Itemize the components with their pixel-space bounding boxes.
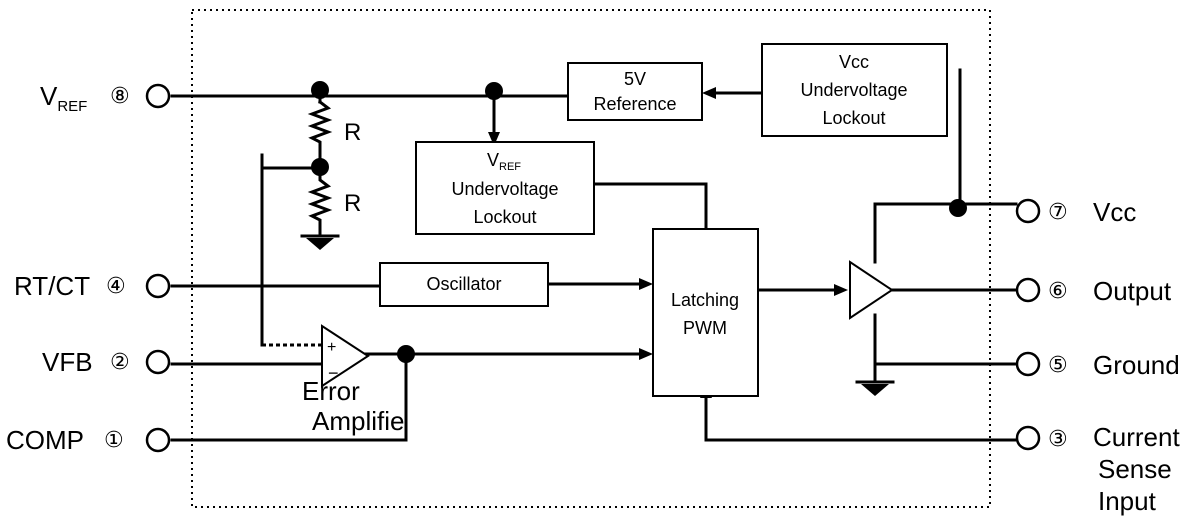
ground-icon xyxy=(861,384,889,396)
pin-ground-num: ⑤ xyxy=(1048,352,1068,377)
amp-minus-sign: − xyxy=(328,363,339,383)
current-sense-wire xyxy=(704,393,1018,442)
pwm-block: Latching PWM xyxy=(652,228,759,397)
pin-rtct-num: ④ xyxy=(106,273,126,298)
uvlo-to-pwm-wire xyxy=(592,182,708,234)
vref-uvlo-line-1: Undervoltage xyxy=(451,179,558,199)
pin-current-sense-label-1: Current xyxy=(1093,422,1180,452)
arrow-head xyxy=(639,278,653,290)
pin-vref-label: VREF xyxy=(40,81,87,115)
pin-current-sense-label-3: Input xyxy=(1098,486,1157,516)
pin-vfb-num: ② xyxy=(110,349,130,374)
pin-current-sense-num: ③ xyxy=(1048,426,1068,451)
error-amp-label-1: Error xyxy=(302,376,360,406)
comp-wire xyxy=(170,352,408,442)
pin-rtct xyxy=(145,273,171,299)
oscillator-label: Oscillator xyxy=(426,274,501,294)
vcc-uvlo-line-2: Undervoltage xyxy=(800,80,907,100)
error-amplifier: + − xyxy=(321,324,370,388)
resistor-bottom xyxy=(307,168,333,238)
resistor-bottom-label: R xyxy=(344,190,361,217)
reference-line-2: Reference xyxy=(593,94,676,114)
pin-current-sense xyxy=(1015,425,1041,451)
vref-uvlo-title: VREF xyxy=(487,150,521,173)
error-amp-label-2: Amplifie xyxy=(312,406,404,436)
junction-dot xyxy=(949,199,967,217)
pin-comp xyxy=(145,427,171,453)
pin-vref-num: ⑧ xyxy=(110,83,130,108)
pin-vcc xyxy=(1015,198,1041,224)
junction-dot xyxy=(485,82,503,100)
pwm-line-1: Latching xyxy=(671,290,739,310)
vref-uvlo-line-2: Lockout xyxy=(473,207,536,227)
pin-current-sense-label-2: Sense xyxy=(1098,454,1172,484)
pin-vcc-label: Vcc xyxy=(1093,197,1136,227)
pin-vfb xyxy=(145,349,171,375)
arrow-head xyxy=(702,87,716,99)
pin-ground-label: Ground xyxy=(1093,350,1180,380)
junction-dot xyxy=(311,81,329,99)
pin-comp-num: ① xyxy=(104,427,124,452)
arrow-head xyxy=(639,348,653,360)
resistor-top-label: R xyxy=(344,119,361,146)
ground-icon xyxy=(306,238,334,250)
junction-dot xyxy=(397,345,415,363)
pin-output-num: ⑥ xyxy=(1048,278,1068,303)
pin-output xyxy=(1015,277,1041,303)
oscillator-block: Oscillator xyxy=(379,262,549,307)
vref-uvlo-block: VREF Undervoltage Lockout xyxy=(415,141,595,235)
pin-vcc-num: ⑦ xyxy=(1048,199,1068,224)
pin-ground xyxy=(1015,351,1041,377)
vcc-uvlo-line-1: Vcc xyxy=(839,52,869,72)
pin-vfb-label: VFB xyxy=(42,347,93,377)
pin-comp-label: COMP xyxy=(6,425,84,455)
chip-boundary xyxy=(191,9,991,508)
resistor-top xyxy=(307,99,333,166)
vcc-uvlo-block: Vcc Undervoltage Lockout xyxy=(761,43,948,137)
pin-vref xyxy=(145,83,171,109)
output-driver xyxy=(849,260,894,320)
pin-output-label: Output xyxy=(1093,276,1172,306)
reference-block: 5V Reference xyxy=(567,62,703,121)
amp-plus-sign: + xyxy=(327,339,336,356)
pwm-line-2: PWM xyxy=(683,318,727,338)
arrow-head xyxy=(488,132,500,146)
vcc-uvlo-line-3: Lockout xyxy=(822,108,885,128)
pin-rtct-label: RT/CT xyxy=(14,271,90,301)
reference-line-1: 5V xyxy=(624,69,646,89)
junction-dot xyxy=(311,158,329,176)
arrow-head xyxy=(834,284,848,296)
